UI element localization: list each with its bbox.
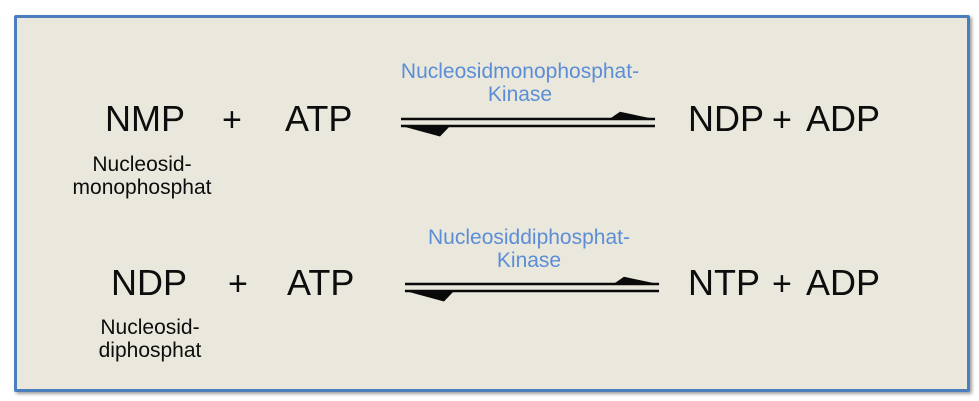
reaction2-cofactor: ATP: [287, 262, 355, 303]
reaction1-enzyme-line2: Kinase: [487, 83, 553, 106]
reaction2-enzyme-label: Nucleosiddiphosphat- Kinase: [400, 226, 658, 272]
reaction2-product: NTP: [688, 262, 760, 303]
reaction2-substrate: NDP: [111, 262, 188, 303]
equilibrium-arrow-icon: [400, 111, 656, 137]
reaction2-byproduct: ADP: [806, 262, 881, 303]
reaction2-enzyme-line2: Kinase: [496, 249, 562, 272]
reaction1-substrate: NMP: [105, 98, 185, 139]
reaction2-plus-left: +: [228, 265, 248, 303]
reaction1-plus-left: +: [222, 101, 242, 139]
reaction2-substrate-label-line2: diphosphat: [98, 339, 202, 362]
reaction1-cofactor: ATP: [285, 98, 353, 139]
reaction1-enzyme-label: Nucleosidmonophosphat- Kinase: [391, 60, 649, 106]
equilibrium-arrow-icon: [404, 276, 660, 302]
diagram-frame: [14, 15, 970, 392]
reaction1-substrate-label-line1: Nucleosid-: [92, 153, 192, 176]
reaction2-substrate-label-line1: Nucleosid-: [100, 316, 200, 339]
reaction1-enzyme-line1: Nucleosidmonophosphat-: [400, 60, 640, 83]
reaction2-enzyme-line1: Nucleosiddiphosphat-: [428, 226, 630, 249]
reaction2-plus-right: +: [772, 265, 792, 303]
reaction2-substrate-label: Nucleosid- diphosphat: [64, 316, 236, 362]
reaction1-product: NDP: [688, 98, 765, 139]
reaction1-byproduct: ADP: [806, 98, 881, 139]
reaction1-substrate-label-line2: monophosphat: [72, 176, 212, 199]
reaction1-substrate-label: Nucleosid- monophosphat: [56, 153, 228, 199]
reaction1-plus-right: +: [772, 101, 792, 139]
